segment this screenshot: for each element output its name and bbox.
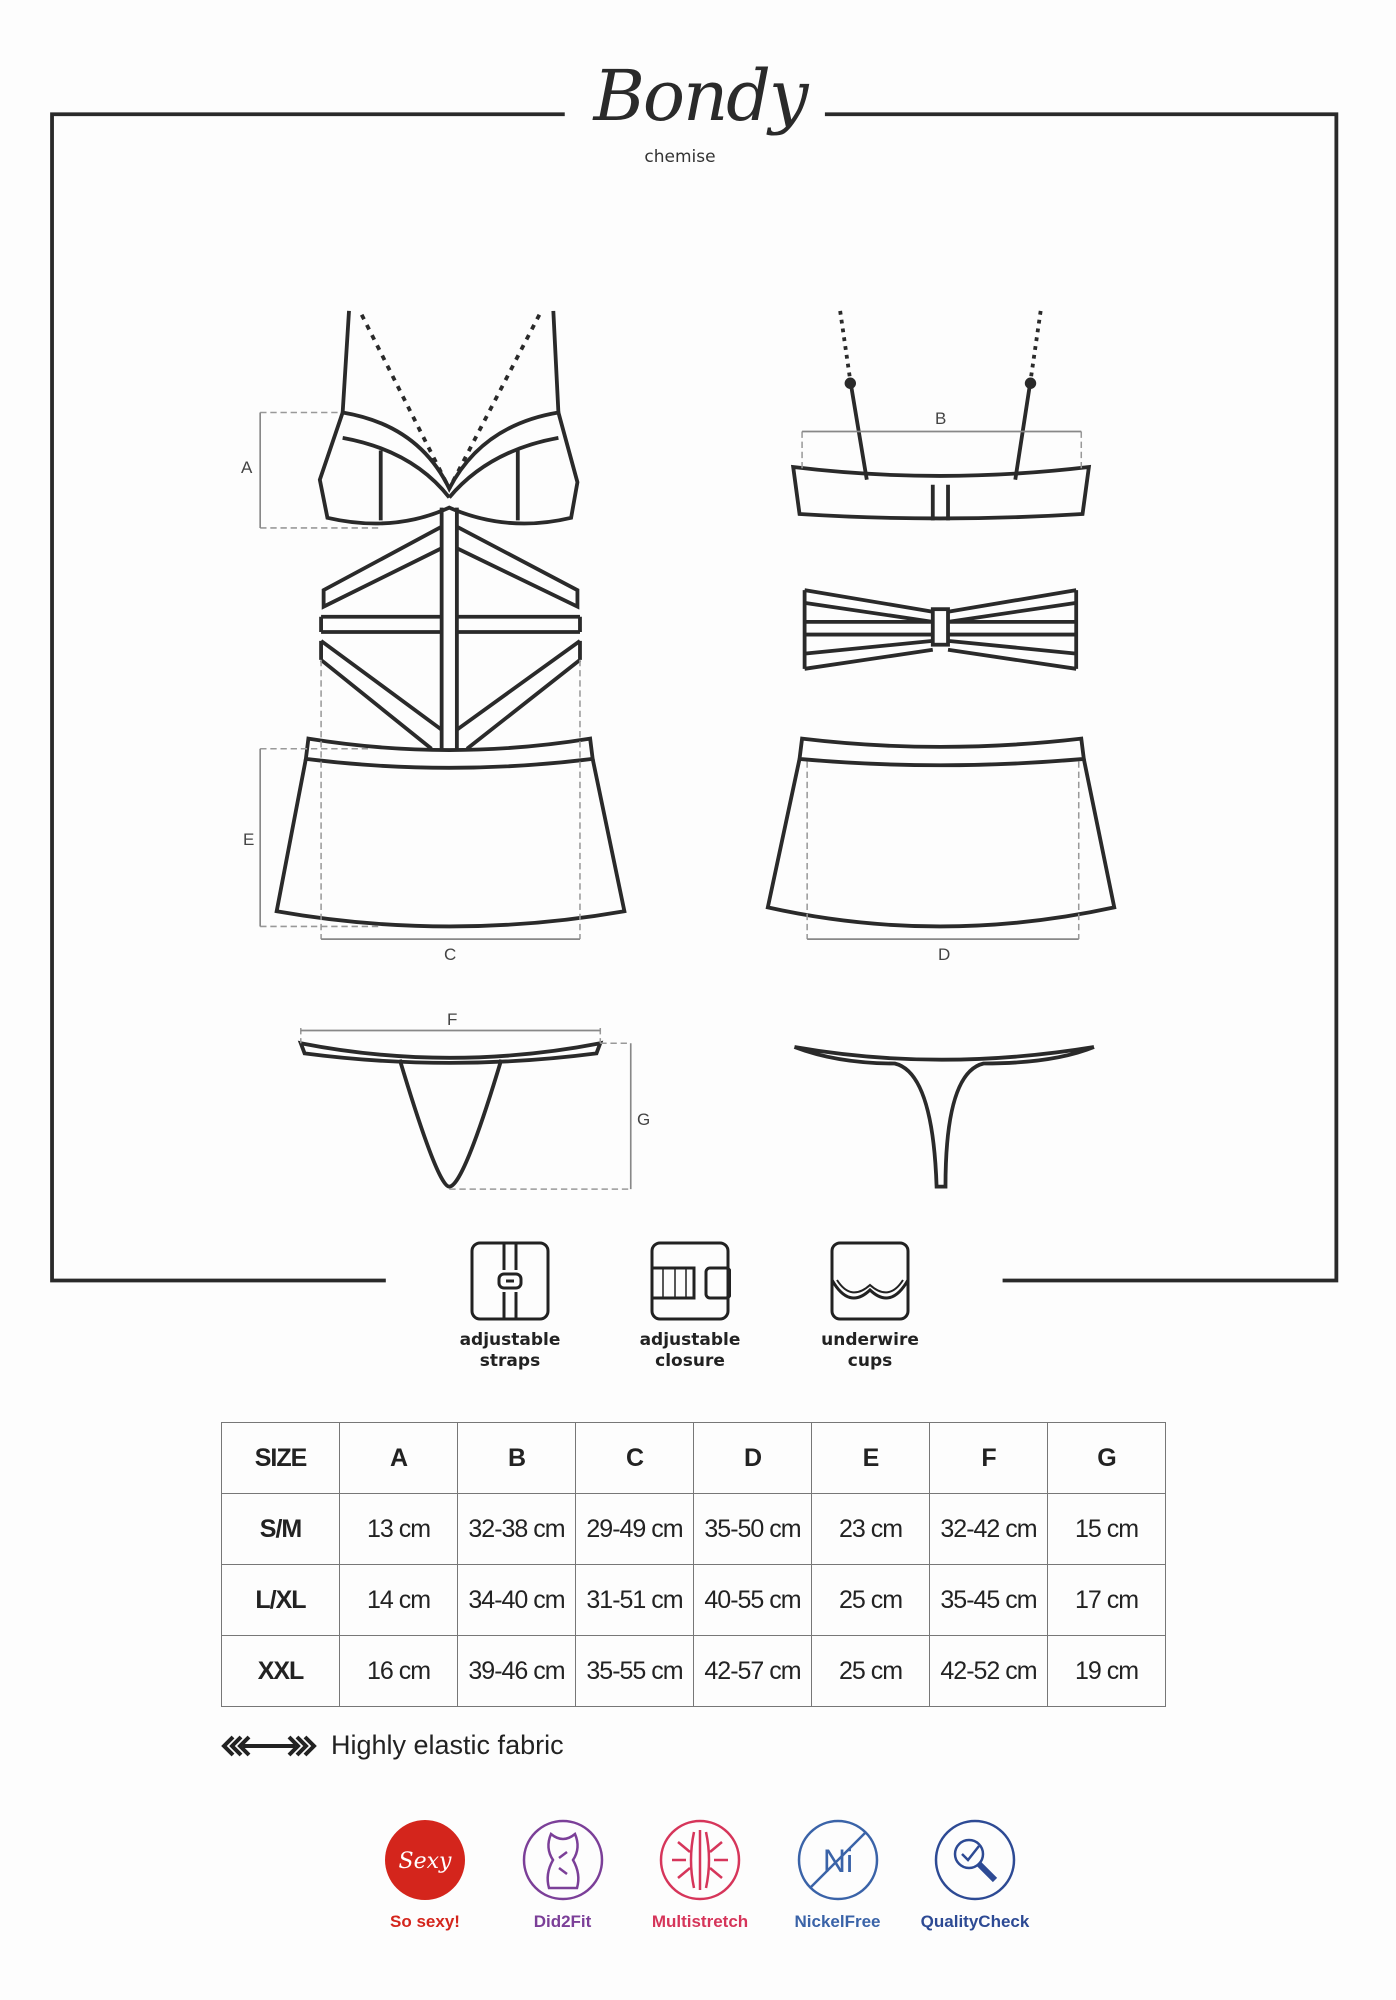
elastic-note-text: Highly elastic fabric [331, 1730, 564, 1760]
feature-label: adjustable [459, 1330, 561, 1350]
header-e: E [811, 1422, 930, 1494]
table-cell: 32-42 cm [929, 1493, 1048, 1565]
brand-name: Bondy [593, 55, 808, 137]
badge-label: Did2Fit [533, 1912, 592, 1931]
front-skirt-drawing [274, 736, 627, 929]
feature-adjustable-straps: adjustable straps [440, 1240, 580, 1372]
table-row: S/M 13 cm 32-38 cm 29-49 cm 35-50 cm 23 … [221, 1493, 1166, 1565]
quality-badges: Sexy So sexy! Did2Fit Multistretch Ni Ni… [360, 1818, 1040, 1932]
header-c: C [575, 1422, 694, 1494]
table-cell: 32-38 cm [457, 1493, 576, 1565]
table-cell: 25 cm [811, 1635, 930, 1707]
size-cell: L/XL [221, 1564, 340, 1636]
back-belt-drawing [802, 588, 1079, 671]
table-cell: 17 cm [1047, 1564, 1166, 1636]
table-cell: 23 cm [811, 1493, 930, 1565]
back-skirt-drawing [765, 736, 1117, 929]
feature-label: adjustable [639, 1330, 741, 1350]
feature-label: underwire [821, 1330, 919, 1350]
table-cell: 35-45 cm [929, 1564, 1048, 1636]
svg-text:Ni: Ni [822, 1843, 852, 1879]
brand-logo: Bondy chemise [575, 50, 825, 168]
size-cell: XXL [221, 1635, 340, 1707]
table-cell: 14 cm [339, 1564, 458, 1636]
header-b: B [457, 1422, 576, 1494]
dimension-label-e: E [243, 830, 254, 849]
dimension-label-a: A [241, 458, 253, 477]
product-type: chemise [644, 147, 716, 167]
table-cell: 31-51 cm [575, 1564, 694, 1636]
quality-check-icon [934, 1819, 1016, 1901]
multistretch-icon [659, 1819, 741, 1901]
badge-label: Multistretch [651, 1912, 749, 1931]
frame-border [50, 112, 1339, 1283]
header-a: A [339, 1422, 458, 1494]
table-cell: 42-57 cm [693, 1635, 812, 1707]
svg-text:Sexy: Sexy [399, 1849, 452, 1874]
header-size: SIZE [221, 1422, 340, 1494]
sexy-icon: Sexy [385, 1820, 465, 1900]
feature-label: closure [655, 1351, 725, 1371]
adjustable-closure-icon [650, 1241, 731, 1321]
adjustable-straps-icon [470, 1241, 550, 1321]
header-d: D [693, 1422, 812, 1494]
dimension-label-f: F [447, 1010, 457, 1029]
nickel-free-icon: Ni [797, 1819, 878, 1901]
feature-adjustable-closure: adjustable closure [620, 1240, 760, 1372]
size-cell: S/M [221, 1493, 340, 1565]
table-cell: 25 cm [811, 1564, 930, 1636]
badge-did2fit: Did2Fit [498, 1818, 628, 1932]
dimension-label-g: G [637, 1110, 650, 1129]
badge-label: QualityCheck [920, 1912, 1030, 1931]
elastic-note: Highly elastic fabric [221, 1730, 564, 1761]
table-cell: 40-55 cm [693, 1564, 812, 1636]
did2fit-icon [522, 1819, 603, 1901]
table-cell: 13 cm [339, 1493, 458, 1565]
table-cell: 39-46 cm [457, 1635, 576, 1707]
table-row: XXL 16 cm 39-46 cm 35-55 cm 42-57 cm 25 … [221, 1635, 1166, 1707]
table-row: L/XL 14 cm 34-40 cm 31-51 cm 40-55 cm 25… [221, 1564, 1166, 1636]
badge-label: So sexy! [390, 1912, 460, 1931]
table-cell: 42-52 cm [929, 1635, 1048, 1707]
badge-nickelfree: Ni NickelFree [773, 1818, 903, 1932]
table-cell: 35-50 cm [693, 1493, 812, 1565]
underwire-cups-icon [830, 1241, 910, 1321]
feature-label: cups [847, 1351, 893, 1371]
feature-underwire-cups: underwire cups [800, 1240, 940, 1372]
front-bra-drawing [317, 310, 582, 751]
table-cell: 15 cm [1047, 1493, 1166, 1565]
table-cell: 29-49 cm [575, 1493, 694, 1565]
table-cell: 16 cm [339, 1635, 458, 1707]
header-f: F [929, 1422, 1048, 1494]
badge-label: NickelFree [794, 1912, 881, 1931]
table-cell: 35-55 cm [575, 1635, 694, 1707]
back-bra-drawing [790, 310, 1092, 521]
dimension-label-d: D [938, 945, 950, 964]
table-header-row: SIZE A B C D E F G [221, 1422, 1166, 1494]
badge-so-sexy: Sexy So sexy! [360, 1818, 490, 1932]
stretch-arrows-icon [221, 1735, 317, 1756]
feature-label: straps [479, 1351, 541, 1371]
size-table: SIZE A B C D E F G S/M 13 cm 32-38 cm 29… [221, 1422, 1166, 1707]
dimension-label-c: C [444, 945, 456, 964]
table-cell: 34-40 cm [457, 1564, 576, 1636]
table-cell: 19 cm [1047, 1635, 1166, 1707]
badge-multistretch: Multistretch [635, 1818, 765, 1932]
badge-qualitycheck: QualityCheck [910, 1818, 1040, 1932]
dimension-label-b: B [935, 409, 946, 428]
front-thong-drawing [297, 1040, 604, 1189]
feature-icons: adjustable straps adjustable closure und… [440, 1240, 940, 1372]
back-thong-drawing [793, 1045, 1095, 1189]
header-g: G [1047, 1422, 1166, 1494]
